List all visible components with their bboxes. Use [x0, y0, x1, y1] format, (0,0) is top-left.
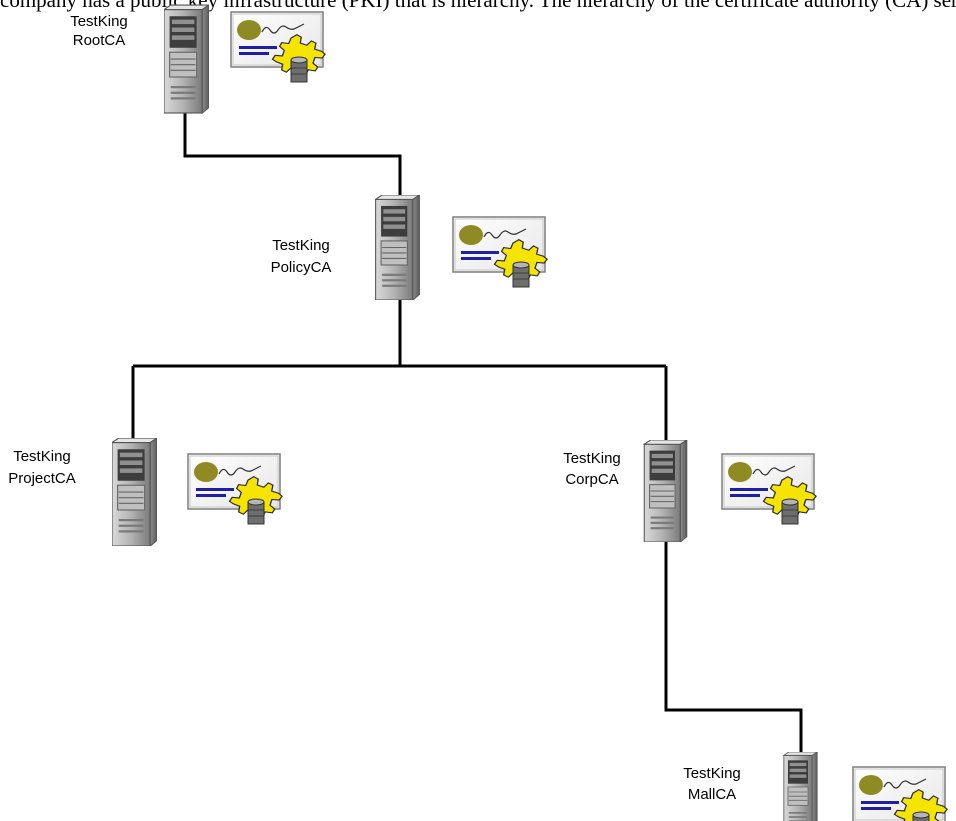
certificate-gear-icon [852, 766, 948, 821]
node-rootca: TestKing RootCA [70, 4, 326, 114]
edge-root-to-policy [183, 75, 402, 195]
node-label-line1: TestKing [13, 448, 71, 465]
header-text: company has a public key infrastructure … [0, 0, 956, 12]
node-corpca: TestKing CorpCA [563, 440, 817, 542]
node-label-line2: PolicyCA [271, 259, 332, 276]
node-label-line1: TestKing [272, 237, 330, 254]
node-label-line2: MallCA [688, 786, 736, 803]
node-label-line1: TestKing [70, 13, 128, 30]
node-mallca: TestKing MallCA [683, 752, 948, 821]
node-policyca: TestKing PolicyCA [271, 195, 548, 300]
certificate-gear-icon [452, 216, 548, 288]
server-icon [783, 752, 818, 821]
node-label-line1: TestKing [683, 765, 741, 782]
server-icon [375, 195, 420, 300]
node-label-line2: RootCA [73, 32, 126, 49]
certificate-gear-icon [721, 453, 817, 525]
certificate-gear-icon [187, 453, 283, 525]
certificate-gear-icon [230, 11, 326, 83]
node-projectca: TestKing ProjectCA [8, 438, 283, 546]
node-label-line2: ProjectCA [8, 470, 76, 487]
server-icon [643, 440, 688, 542]
node-label-line2: CorpCA [565, 471, 618, 488]
server-icon [112, 438, 157, 546]
node-label-line1: TestKing [563, 450, 621, 467]
edge-policy-trunk [133, 298, 666, 368]
edge-corp-to-mall [664, 540, 803, 758]
server-icon [164, 4, 209, 114]
